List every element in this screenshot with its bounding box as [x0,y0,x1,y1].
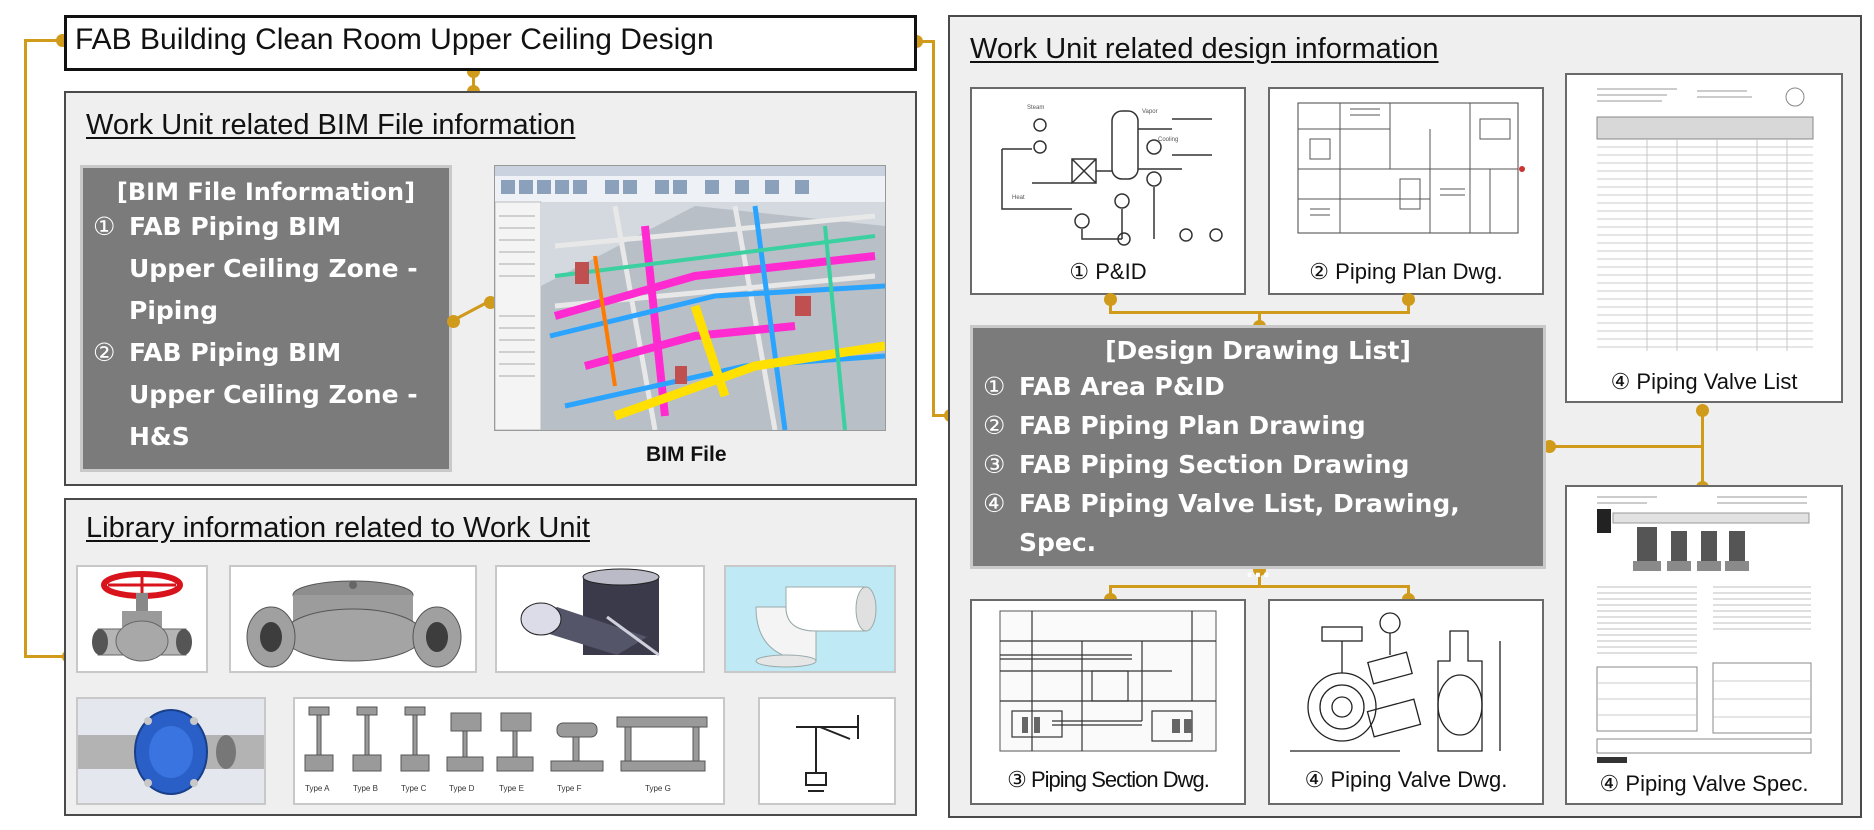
caption-label: Piping Valve Spec. [1625,771,1809,796]
item-label: FAB Piping Valve List, Drawing, Spec. [1019,489,1460,557]
connector-line [1549,445,1704,448]
bim-info-panel: Work Unit related BIM File information [… [64,91,917,486]
thumb-caption: ④ Piping Valve Dwg. [1270,767,1542,793]
item-line: Upper Ceiling Zone - [129,254,418,283]
caption-number: ② [1309,259,1330,284]
connector-line [932,414,950,417]
support-label: Type A [305,784,330,793]
box-header: [BIM File Information] [116,178,416,206]
thumb-piping-plan: ② Piping Plan Dwg. [1268,87,1544,295]
caption-number: ① [1069,259,1090,284]
connector-line [916,40,934,43]
caption-number: ④ [1599,771,1620,796]
item-line: Upper Ceiling Zone - [129,380,418,409]
connector-line [1109,299,1112,313]
connector-line [24,39,27,658]
library-info-panel: Library information related to Work Unit [64,498,917,816]
thumb-caption: ④ Piping Valve Spec. [1567,771,1841,797]
item-label: FAB Area P&ID [1019,372,1225,401]
caption-label: P&ID [1095,259,1147,284]
bim-model-screenshot [494,165,886,431]
library-pipe-tee [495,565,705,673]
drawing-list-item: ④ FAB Piping Valve List, Drawing, Spec. [983,484,1543,562]
thumb-caption: ② Piping Plan Dwg. [1270,259,1542,285]
support-label: Type B [353,784,378,793]
support-label: Type F [557,784,582,793]
image-caption: BIM File [646,443,727,466]
design-drawing-list-box: [Design Drawing List] ① FAB Area P&ID ② … [970,325,1546,582]
panel-title: Library information related to Work Unit [86,512,590,544]
panel-title: Work Unit related BIM File information [86,109,576,141]
item-number: ② [93,338,116,367]
thumb-caption: ③ Piping Section Dwg. [972,767,1244,793]
drawing-list-item: ② FAB Piping Plan Drawing [983,406,1543,445]
connector-line [932,40,935,417]
support-label: Type E [499,784,524,793]
thumb-caption: ④ Piping Valve List [1567,369,1841,395]
design-info-panel: Work Unit related design information Ste… [948,15,1862,818]
caption-label: Piping Plan Dwg. [1335,259,1503,284]
panel-title: Work Unit related design information [970,33,1439,65]
drawing-list-item: ① FAB Area P&ID [983,367,1543,406]
thumb-valve-drawing: ④ Piping Valve Dwg. [1268,599,1544,805]
svg-text:Cooling: Cooling [1158,137,1178,143]
more-indicator: ... [1245,558,1271,583]
connector-line [1701,409,1704,489]
connector-line [24,655,68,658]
connector-line [1258,569,1261,587]
connector-line [472,70,475,92]
item-number: ① [93,212,116,241]
connector-dot [1104,293,1117,306]
item-line: FAB Piping BIM [129,338,342,367]
svg-text:Vapor: Vapor [1142,109,1158,115]
connector-dot [1402,293,1415,306]
library-pipe-elbow [724,565,896,673]
thumb-valve-spec: ④ Piping Valve Spec. [1565,485,1843,805]
thumb-valve-list: ④ Piping Valve List [1565,73,1843,403]
connector-dot [1543,440,1556,453]
item-number: ② [983,411,1006,440]
library-pipe-coupling [76,697,266,805]
caption-label: Piping Valve List [1636,369,1798,394]
connector-line [1407,585,1410,599]
caption-number: ③ [1007,767,1027,792]
bim-file-item: ② FAB Piping BIM Upper Ceiling Zone - H&… [93,332,449,458]
support-label: Type G [645,784,671,793]
item-number: ③ [983,450,1006,479]
library-pipe-supports: Type A Type B Type C Type D Type E Type … [293,697,725,805]
main-title: FAB Building Clean Room Upper Ceiling De… [64,15,917,71]
support-label: Type C [401,784,427,793]
thumb-piping-section: ③ Piping Section Dwg. [970,599,1246,805]
drawing-list-item: ③ FAB Piping Section Drawing [983,445,1543,484]
item-label: FAB Piping Section Drawing [1019,450,1410,479]
library-support-bracket [758,697,896,805]
caption-number: ④ [1304,767,1325,792]
bim-file-info-box: [BIM File Information] ① FAB Piping BIM … [80,165,452,472]
item-label: FAB Piping Plan Drawing [1019,411,1366,440]
svg-text:Heat: Heat [1012,195,1025,201]
connector-dot [484,296,497,309]
library-flanged-valve [229,565,477,673]
item-number: ① [983,372,1006,401]
support-label: Type D [449,784,475,793]
caption-label: Piping Valve Dwg. [1330,767,1508,792]
caption-number: ④ [1610,369,1631,394]
connector-line [1109,585,1410,588]
library-globe-valve [76,565,208,673]
caption-label: Piping Section Dwg. [1030,767,1210,792]
box-header: [Design Drawing List] [1105,336,1411,365]
connector-line [1109,585,1112,599]
connector-dot [1696,404,1709,417]
item-line: Piping [129,296,219,325]
thumb-caption: ① P&ID [972,259,1244,285]
connector-line [1258,311,1261,327]
bim-file-item: ① FAB Piping BIM Upper Ceiling Zone - Pi… [93,206,449,332]
item-number: ④ [983,489,1006,518]
connector-line [1407,299,1410,313]
connector-line [24,39,62,42]
svg-text:Steam: Steam [1027,105,1044,111]
item-line: H&S [129,422,190,451]
item-line: FAB Piping BIM [129,212,342,241]
